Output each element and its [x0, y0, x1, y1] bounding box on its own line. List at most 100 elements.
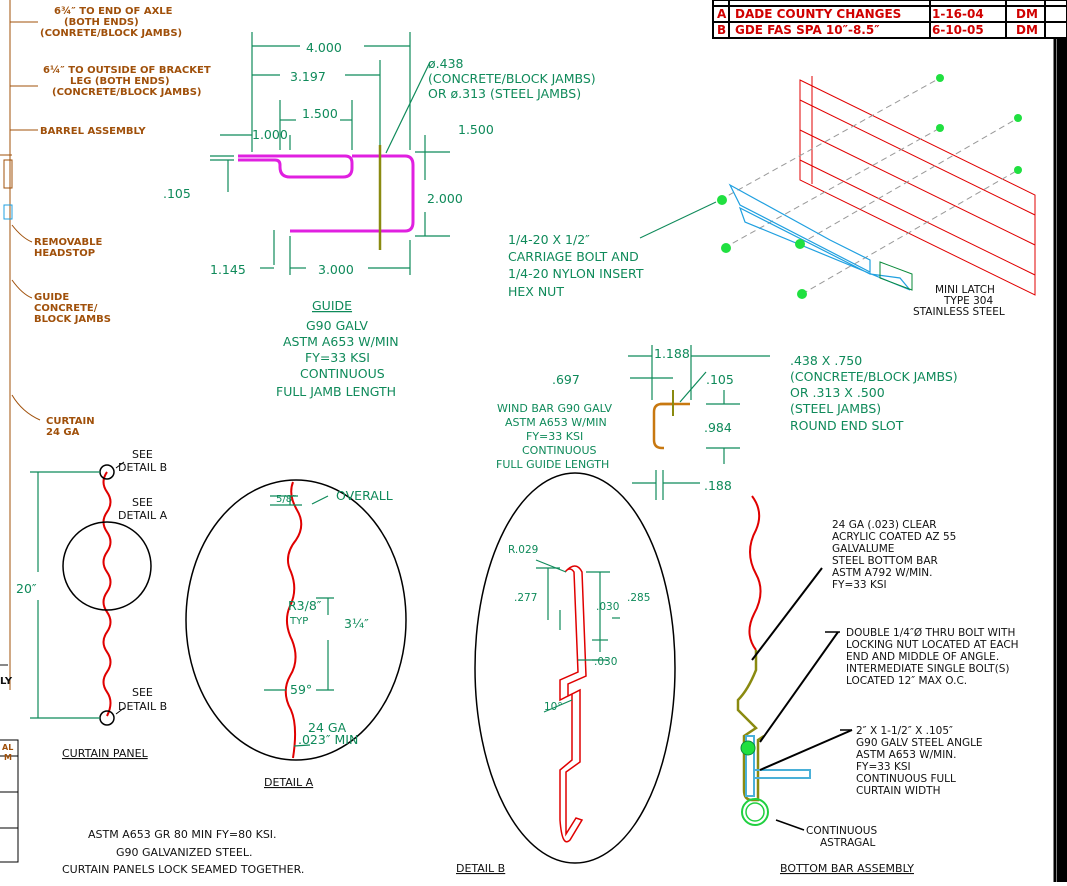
rev-b-by: DM: [1016, 23, 1038, 37]
guide-spec-5: FULL JAMB LENGTH: [276, 384, 396, 399]
material-note: ASTM A653 GR 80 MIN FY=80 KSI. G90 GALVA…: [62, 828, 304, 876]
bottom-bar-note1-4: STEEL BOTTOM BAR: [832, 555, 938, 567]
detail-a-radius: R3/8″: [288, 598, 322, 613]
guide-label-3: BLOCK JAMBS: [34, 314, 111, 325]
see-detail-a-1: SEE: [132, 496, 153, 509]
dim-guide-3000: 3.000: [318, 262, 354, 277]
see-detail-a-2: DETAIL A: [118, 509, 168, 522]
left-callouts: 6¾″ TO END OF AXLE (BOTH ENDS) (CONRETE/…: [0, 0, 211, 863]
detail-a-gauge-1: 24 GA: [308, 720, 347, 735]
dim-guide-1500a: 1.500: [302, 106, 338, 121]
slot-note-2: (CONCRETE/BLOCK JAMBS): [790, 369, 958, 384]
dim-guide-3197: 3.197: [290, 69, 326, 84]
material-note-3: CURTAIN PANELS LOCK SEAMED TOGETHER.: [62, 863, 304, 876]
guide-section: 4.000 3.197 1.500 1.000 1.500 .105 2.000…: [163, 32, 596, 399]
bottom-bar-note3-5: CONTINUOUS FULL: [856, 773, 956, 785]
see-detail-b-top-2: DETAIL B: [118, 461, 167, 474]
detail-b-radius: R.029: [508, 544, 538, 556]
rev-b-desc: GDE FAS SPA 10″-8.5″: [735, 23, 880, 37]
dim-wind-105: .105: [706, 372, 734, 387]
mini-latch-material: STAINLESS STEEL: [913, 306, 1005, 318]
bottom-bar-note3-2: G90 GALV STEEL ANGLE: [856, 737, 983, 749]
bottom-bar-note2-4: INTERMEDIATE SINGLE BOLT(S): [846, 663, 1009, 675]
bracket-note-3: (CONCRETE/BLOCK JAMBS): [52, 87, 201, 98]
bottom-bar-note2-3: END AND MIDDLE OF ANGLE.: [846, 651, 999, 663]
bottom-bar-title: BOTTOM BAR ASSEMBLY: [780, 862, 914, 875]
dim-curtain-height: 20″: [16, 581, 37, 596]
astragal-label-2: ASTRAGAL: [820, 837, 875, 849]
dim-guide-1145: 1.145: [210, 262, 246, 277]
guide-hole-note-3: OR ø.313 (STEEL JAMBS): [428, 86, 581, 101]
curtain-label-1: CURTAIN: [46, 416, 95, 427]
curtain-label-2: 24 GA: [46, 427, 80, 438]
bottom-bar-note1-5: ASTM A792 W/MIN.: [832, 567, 933, 579]
detail-b-angle: 10°: [544, 701, 563, 713]
bottom-bar-note1-6: FY=33 KSI: [832, 579, 887, 591]
curtain-panel-section: SEE DETAIL B SEE DETAIL A SEE DETAIL B 2…: [16, 448, 168, 760]
slot-note-4: (STEEL JAMBS): [790, 401, 881, 416]
bottom-bar-note1-3: GALVALUME: [832, 543, 894, 555]
guide-spec-4: CONTINUOUS: [300, 366, 385, 381]
dim-guide-2000: 2.000: [427, 191, 463, 206]
bolt-note-1: 1/4-20 X 1/2″: [508, 232, 590, 247]
detail-b-030b: .030: [594, 656, 617, 668]
guide-label-2: CONCRETE/: [34, 303, 98, 314]
rev-a-by: DM: [1016, 7, 1038, 21]
bracket-note-1: 6¼″ TO OUTSIDE OF BRACKET: [43, 64, 211, 76]
headstop-label-1: REMOVABLE: [34, 237, 103, 248]
material-note-1: ASTM A653 GR 80 MIN FY=80 KSI.: [88, 828, 277, 841]
detail-a-pitch: 3¼″: [344, 616, 369, 631]
bottom-bar-note3-3: ASTM A653 W/MIN.: [856, 749, 957, 761]
barrel-assembly-label: BARREL ASSEMBLY: [40, 126, 146, 137]
dim-guide-1500b: 1.500: [458, 122, 494, 137]
guide-spec-1: G90 GALV: [306, 318, 368, 333]
axle-note-3: (CONRETE/BLOCK JAMBS): [40, 28, 182, 39]
see-detail-b-top-1: SEE: [132, 448, 153, 461]
detail-a-title: DETAIL A: [264, 776, 314, 789]
see-detail-b-bottom-1: SEE: [132, 686, 153, 699]
slot-note-1: .438 X .750: [790, 353, 862, 368]
bolt-note-4: HEX NUT: [508, 284, 564, 299]
wind-spec-1: WIND BAR G90 GALV: [497, 402, 613, 415]
dim-wind-1188: 1.188: [654, 346, 690, 361]
bolt-note-3: 1/4-20 NYLON INSERT: [508, 266, 644, 281]
guide-title: GUIDE: [312, 298, 352, 313]
headstop-label-2: HEADSTOP: [34, 248, 95, 259]
mini-latch-type: TYPE 304: [943, 295, 993, 307]
wind-spec-2: ASTM A653 W/MIN: [505, 416, 607, 429]
astragal-label-1: CONTINUOUS: [806, 825, 877, 837]
bottom-bar-note2-2: LOCKING NUT LOCATED AT EACH: [846, 639, 1019, 651]
bottom-bar-note3-4: FY=33 KSI: [856, 761, 911, 773]
slot-note-5: ROUND END SLOT: [790, 418, 904, 433]
see-detail-b-bottom-2: DETAIL B: [118, 700, 167, 713]
bottom-bar-note3-1: 2″ X 1-1/2″ X .105″: [856, 725, 953, 737]
dim-guide-1000: 1.000: [252, 127, 288, 142]
bracket-note-2: LEG (BOTH ENDS): [70, 76, 170, 87]
detail-a-overall-frac: 5/8″: [276, 494, 296, 505]
revision-table: A DADE COUNTY CHANGES 1-16-04 DM B GDE F…: [712, 0, 1067, 39]
cut-text-ly: LY: [0, 676, 13, 687]
bottom-bar-section: 24 GA (.023) CLEAR ACRYLIC COATED AZ 55 …: [736, 495, 1019, 875]
mini-latch-assembly: 1/4-20 X 1/2″ CARRIAGE BOLT AND 1/4-20 N…: [508, 74, 1036, 318]
curtain-panel-title: CURTAIN PANEL: [62, 747, 149, 760]
dim-wind-188: .188: [704, 478, 732, 493]
rev-b-letter: B: [717, 23, 726, 37]
sheet-border: [1053, 38, 1067, 882]
guide-label-1: GUIDE: [34, 292, 69, 303]
axle-note-1: 6¾″ TO END OF AXLE: [54, 6, 173, 17]
mini-latch-title: MINI LATCH: [935, 284, 995, 296]
detail-a-overall-label: OVERALL: [336, 488, 393, 503]
bottom-bar-note3-6: CURTAIN WIDTH: [856, 785, 941, 797]
guide-hole-note-1: ø.438: [428, 56, 464, 71]
detail-b-title: DETAIL B: [456, 862, 505, 875]
detail-a-section: 5/8″ OVERALL R3/8″ TYP 3¼″ 59° 24 GA .02…: [185, 479, 407, 789]
detail-a-typ: TYP: [289, 616, 308, 627]
rev-a-date: 1-16-04: [932, 7, 984, 21]
bottom-bar-note2-1: DOUBLE 1/4″Ø THRU BOLT WITH: [846, 627, 1015, 639]
bottom-bar-note2-5: LOCATED 12″ MAX O.C.: [846, 675, 967, 687]
bottom-bar-note1-2: ACRYLIC COATED AZ 55: [832, 531, 956, 543]
guide-spec-2: ASTM A653 W/MIN: [283, 334, 399, 349]
axle-note-2: (BOTH ENDS): [64, 17, 139, 28]
detail-a-angle: 59°: [290, 682, 312, 697]
dim-wind-697: .697: [552, 372, 580, 387]
